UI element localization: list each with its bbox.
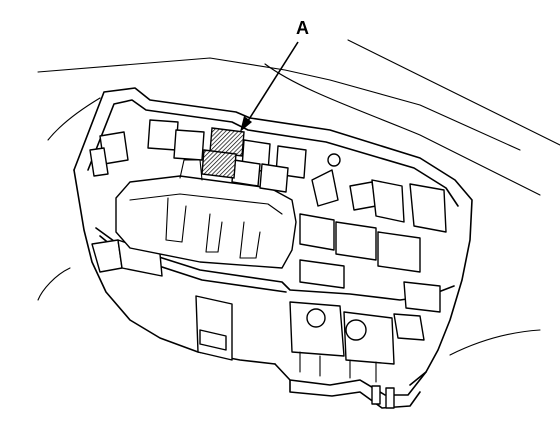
fuse-a [201,127,245,179]
leader-arrowhead [240,116,252,132]
terminal-studs [289,301,425,383]
callout-label: A [296,18,309,38]
bolt-small [327,153,341,167]
mounting-tabs [91,239,395,409]
relay-block [115,159,297,269]
fuse-row [89,119,307,193]
terminal-stud-right [345,319,367,341]
right-side-components [299,153,447,313]
terminal-stud-left [306,308,326,328]
body-panel-outline [37,39,560,356]
callout-leader [240,41,299,132]
